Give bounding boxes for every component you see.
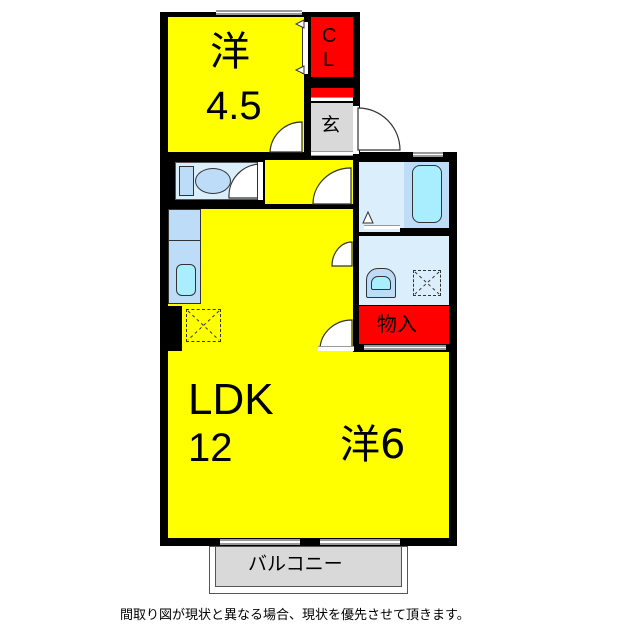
- fridge-wall-block: [166, 306, 182, 351]
- closet-label-l: L: [323, 49, 335, 71]
- entrance-step: [311, 97, 353, 101]
- ldk-balcony-window: [220, 539, 300, 545]
- toilet-bowl: [195, 168, 231, 194]
- closet-door-strip: [302, 22, 308, 74]
- closet-door-arrow-icon: [294, 19, 305, 75]
- kitchen-counter: [168, 209, 201, 241]
- ldk-size: 12: [188, 426, 233, 470]
- storage-label: 物入: [377, 312, 417, 336]
- bath-wall: [400, 228, 453, 238]
- toilet-door-jamb: [257, 162, 263, 200]
- room-6-door-jamb: [318, 346, 354, 351]
- disclaimer-text: 間取り図が現状と異なる場合、現状を優先させて頂きます。: [120, 608, 470, 623]
- balcony: [215, 546, 402, 587]
- entrance-label: 玄: [321, 114, 341, 136]
- door-swing-room1-icon: [269, 121, 303, 153]
- window-top: [216, 10, 302, 15]
- ldk-label: LDK: [188, 375, 274, 424]
- balcony-label: バルコニー: [248, 553, 343, 575]
- toilet-door-swing-icon: [228, 163, 262, 199]
- closet-label-c: C: [322, 25, 337, 47]
- washroom-door-swing-icon: [331, 241, 353, 267]
- bath-window: [413, 152, 443, 157]
- room-6-balcony-window: [320, 539, 400, 545]
- toilet-tank: [179, 166, 194, 196]
- storage-door: [364, 345, 446, 350]
- closet: [311, 17, 353, 77]
- fridge-space-x-icon: [187, 310, 220, 341]
- front-door-swing-icon: [357, 107, 401, 151]
- bath-door-arrow-icon: [362, 210, 374, 224]
- western-room-1-size: 4.5: [206, 84, 262, 128]
- shoe-shelf: [311, 88, 353, 97]
- fridge-space: [186, 309, 221, 342]
- kitchen-sink: [176, 264, 196, 296]
- entrance: [311, 103, 353, 151]
- washing-machine-x-icon: [414, 271, 440, 295]
- room-western-6: [316, 352, 449, 538]
- storage: [359, 306, 449, 344]
- hallway-door-swing-icon: [312, 167, 352, 205]
- bath-door: [364, 225, 400, 229]
- front-door-gap: [353, 106, 359, 154]
- western-room-2-label: 洋6: [340, 422, 406, 468]
- washing-machine-space: [413, 270, 441, 296]
- entrance-threshold: [311, 151, 353, 156]
- western-room-1-kanji: 洋: [210, 29, 250, 75]
- bathtub: [412, 165, 442, 223]
- washbasin-bowl: [371, 276, 391, 290]
